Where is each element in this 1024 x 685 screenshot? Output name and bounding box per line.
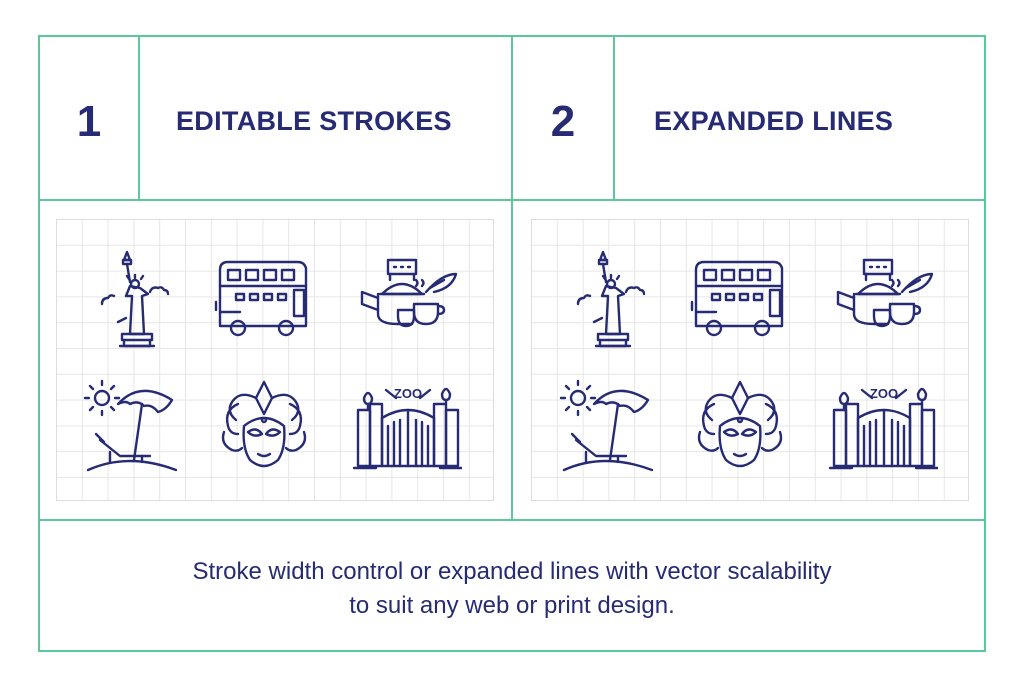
beach-umbrella-icon <box>556 374 666 484</box>
section-2-number: 2 <box>550 97 576 146</box>
double-decker-bus-icon <box>210 246 320 356</box>
carnival-mask-icon <box>210 374 320 484</box>
footer-line-1: Stroke width control or expanded lines w… <box>192 558 832 585</box>
zoo-gate-icon: ZOO <box>828 374 938 484</box>
editable-strokes-panel <box>56 219 494 501</box>
zoo-gate-icon: ZOO <box>352 374 462 484</box>
footer-caption: Stroke width control or expanded lines w… <box>40 555 984 623</box>
statue-of-liberty-icon <box>80 246 190 356</box>
double-decker-bus-icon <box>686 246 796 356</box>
footer-line-2: to suit any web or print design. <box>349 592 675 619</box>
section-1-title: EDITABLE STROKES <box>176 106 452 136</box>
zoo-sign-label: ZOO <box>394 386 422 401</box>
divider-center <box>511 35 513 521</box>
expanded-lines-panel <box>531 219 969 501</box>
section-2-title: EXPANDED LINES <box>654 106 894 136</box>
statue-of-liberty-icon <box>556 246 666 356</box>
tea-set-icon <box>828 246 938 356</box>
section-1-number: 1 <box>76 97 102 146</box>
carnival-mask-icon <box>686 374 796 484</box>
divider-number-1 <box>138 35 140 201</box>
divider-number-2 <box>613 35 615 201</box>
tea-set-icon <box>352 246 462 356</box>
zoo-sign-label: ZOO <box>870 386 898 401</box>
beach-umbrella-icon <box>80 374 190 484</box>
